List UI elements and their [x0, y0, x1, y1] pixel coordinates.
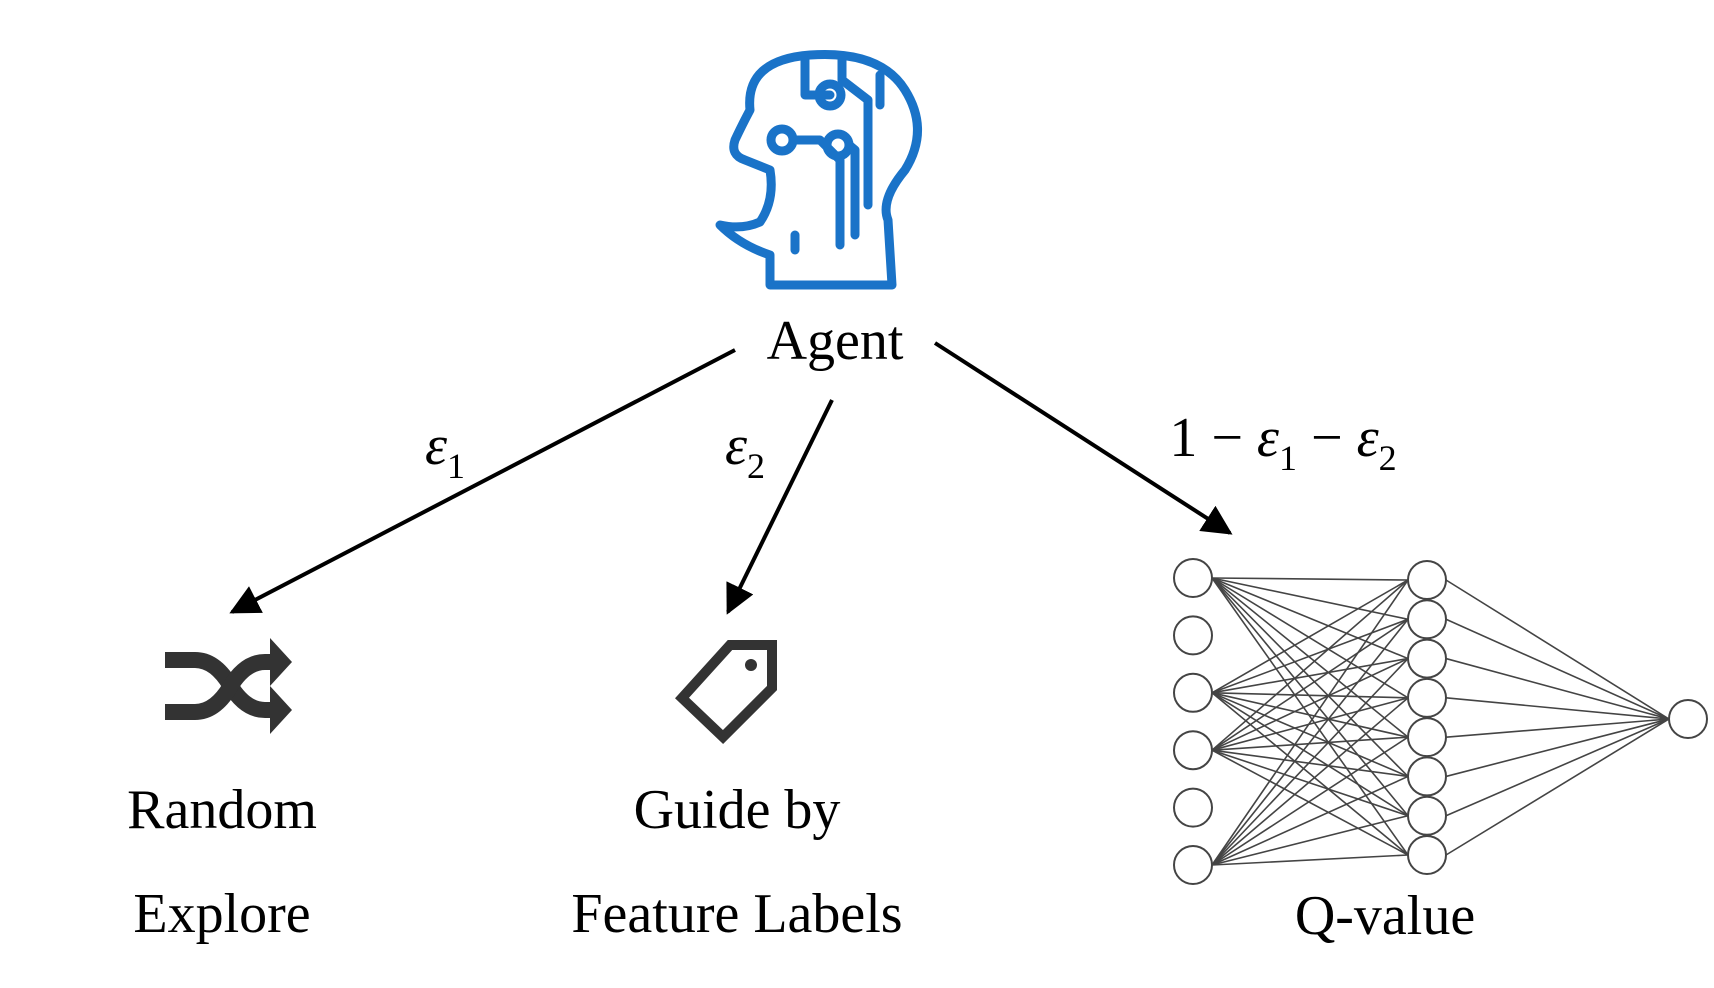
network-connection: [1211, 775, 1409, 866]
network-connection: [1445, 718, 1670, 778]
agent-label: Agent: [766, 310, 904, 372]
network-neuron: [1173, 615, 1213, 656]
prob-symbol: ε: [1356, 407, 1379, 469]
network-connection: [1211, 579, 1409, 866]
edge-random-prob: ε1: [425, 418, 465, 484]
network-connection: [1445, 718, 1670, 738]
prob-minus: −: [1311, 407, 1343, 469]
network-connection: [1211, 577, 1409, 856]
network-neuron: [1407, 599, 1447, 640]
prob-subscript: 2: [747, 446, 766, 486]
network-connection: [1211, 749, 1409, 856]
network-connection: [1211, 577, 1409, 699]
network-connection: [1211, 577, 1409, 660]
network-connection: [1211, 692, 1409, 699]
network-connection: [1211, 577, 1409, 738]
network-connection: [1211, 697, 1409, 751]
prob-subscript: 2: [1378, 438, 1397, 478]
arrow-to-random: [229, 348, 736, 614]
network-connection: [1211, 692, 1409, 778]
network-connection: [1445, 697, 1670, 720]
guide-label-line2: Feature Labels: [571, 883, 903, 945]
network-connection: [1211, 618, 1409, 866]
tag-icon: [675, 640, 777, 744]
prob-one: 1: [1169, 407, 1198, 469]
network-neuron: [1173, 558, 1213, 598]
network-connection: [1211, 692, 1409, 817]
network-connection: [1211, 618, 1409, 751]
network-neuron: [1407, 560, 1447, 600]
network-connection: [1211, 657, 1409, 694]
network-neuron: [1407, 835, 1447, 875]
shuffle-arrowheads: [270, 638, 292, 734]
network-connection: [1211, 577, 1409, 581]
network-connection: [1445, 618, 1670, 720]
network-connection: [1211, 854, 1409, 866]
network-connection: [1211, 692, 1409, 856]
network-connection: [1211, 736, 1409, 866]
arrow-to-guide: [726, 399, 834, 615]
network-neuron: [1407, 638, 1447, 679]
edge-qvalue-prob: 1 − ε1 − ε2: [1169, 410, 1396, 476]
network-connection: [1211, 577, 1409, 777]
prob-subscript: 1: [447, 446, 466, 486]
network-connection: [1211, 579, 1409, 751]
network-neuron: [1173, 845, 1213, 885]
network-neuron: [1173, 672, 1213, 713]
prob-symbol: ε: [1256, 407, 1279, 469]
network-connection: [1211, 577, 1409, 817]
network-neuron: [1668, 699, 1708, 739]
network-neuron: [1407, 717, 1447, 758]
network-neuron: [1173, 787, 1213, 828]
network-neuron: [1173, 730, 1213, 771]
network-connection: [1211, 814, 1409, 866]
network-connection: [1211, 749, 1409, 778]
network-neuron: [1407, 677, 1447, 718]
guide-label-line1: Guide by: [633, 779, 841, 841]
network-connection: [1211, 577, 1409, 621]
edge-guide-prob: ε2: [725, 418, 765, 484]
prob-symbol: ε: [424, 415, 448, 477]
ai-head-icon: [715, 49, 922, 290]
random-label-line2: Explore: [133, 883, 311, 945]
network-connection: [1211, 657, 1409, 751]
network-connection: [1445, 579, 1670, 720]
network-connection: [1211, 658, 1409, 866]
qvalue-label: Q-value: [1294, 885, 1476, 947]
network-neuron: [1407, 795, 1447, 836]
network-connection: [1211, 736, 1409, 751]
network-connection: [1211, 692, 1409, 738]
network-connection: [1445, 657, 1670, 720]
prob-symbol: ε: [724, 415, 748, 477]
network-connection: [1211, 579, 1409, 694]
network-neuron: [1407, 756, 1447, 797]
network-connection: [1211, 697, 1409, 866]
arrow-to-qvalue: [933, 341, 1233, 535]
random-label-line1: Random: [127, 779, 317, 841]
prob-subscript: 1: [1279, 438, 1297, 478]
neural-network-icon: [1173, 558, 1708, 885]
network-connection: [1211, 618, 1409, 694]
network-connection: [1445, 718, 1670, 856]
network-connection: [1211, 749, 1409, 817]
network-connection: [1445, 718, 1670, 817]
prob-minus: −: [1211, 407, 1243, 469]
